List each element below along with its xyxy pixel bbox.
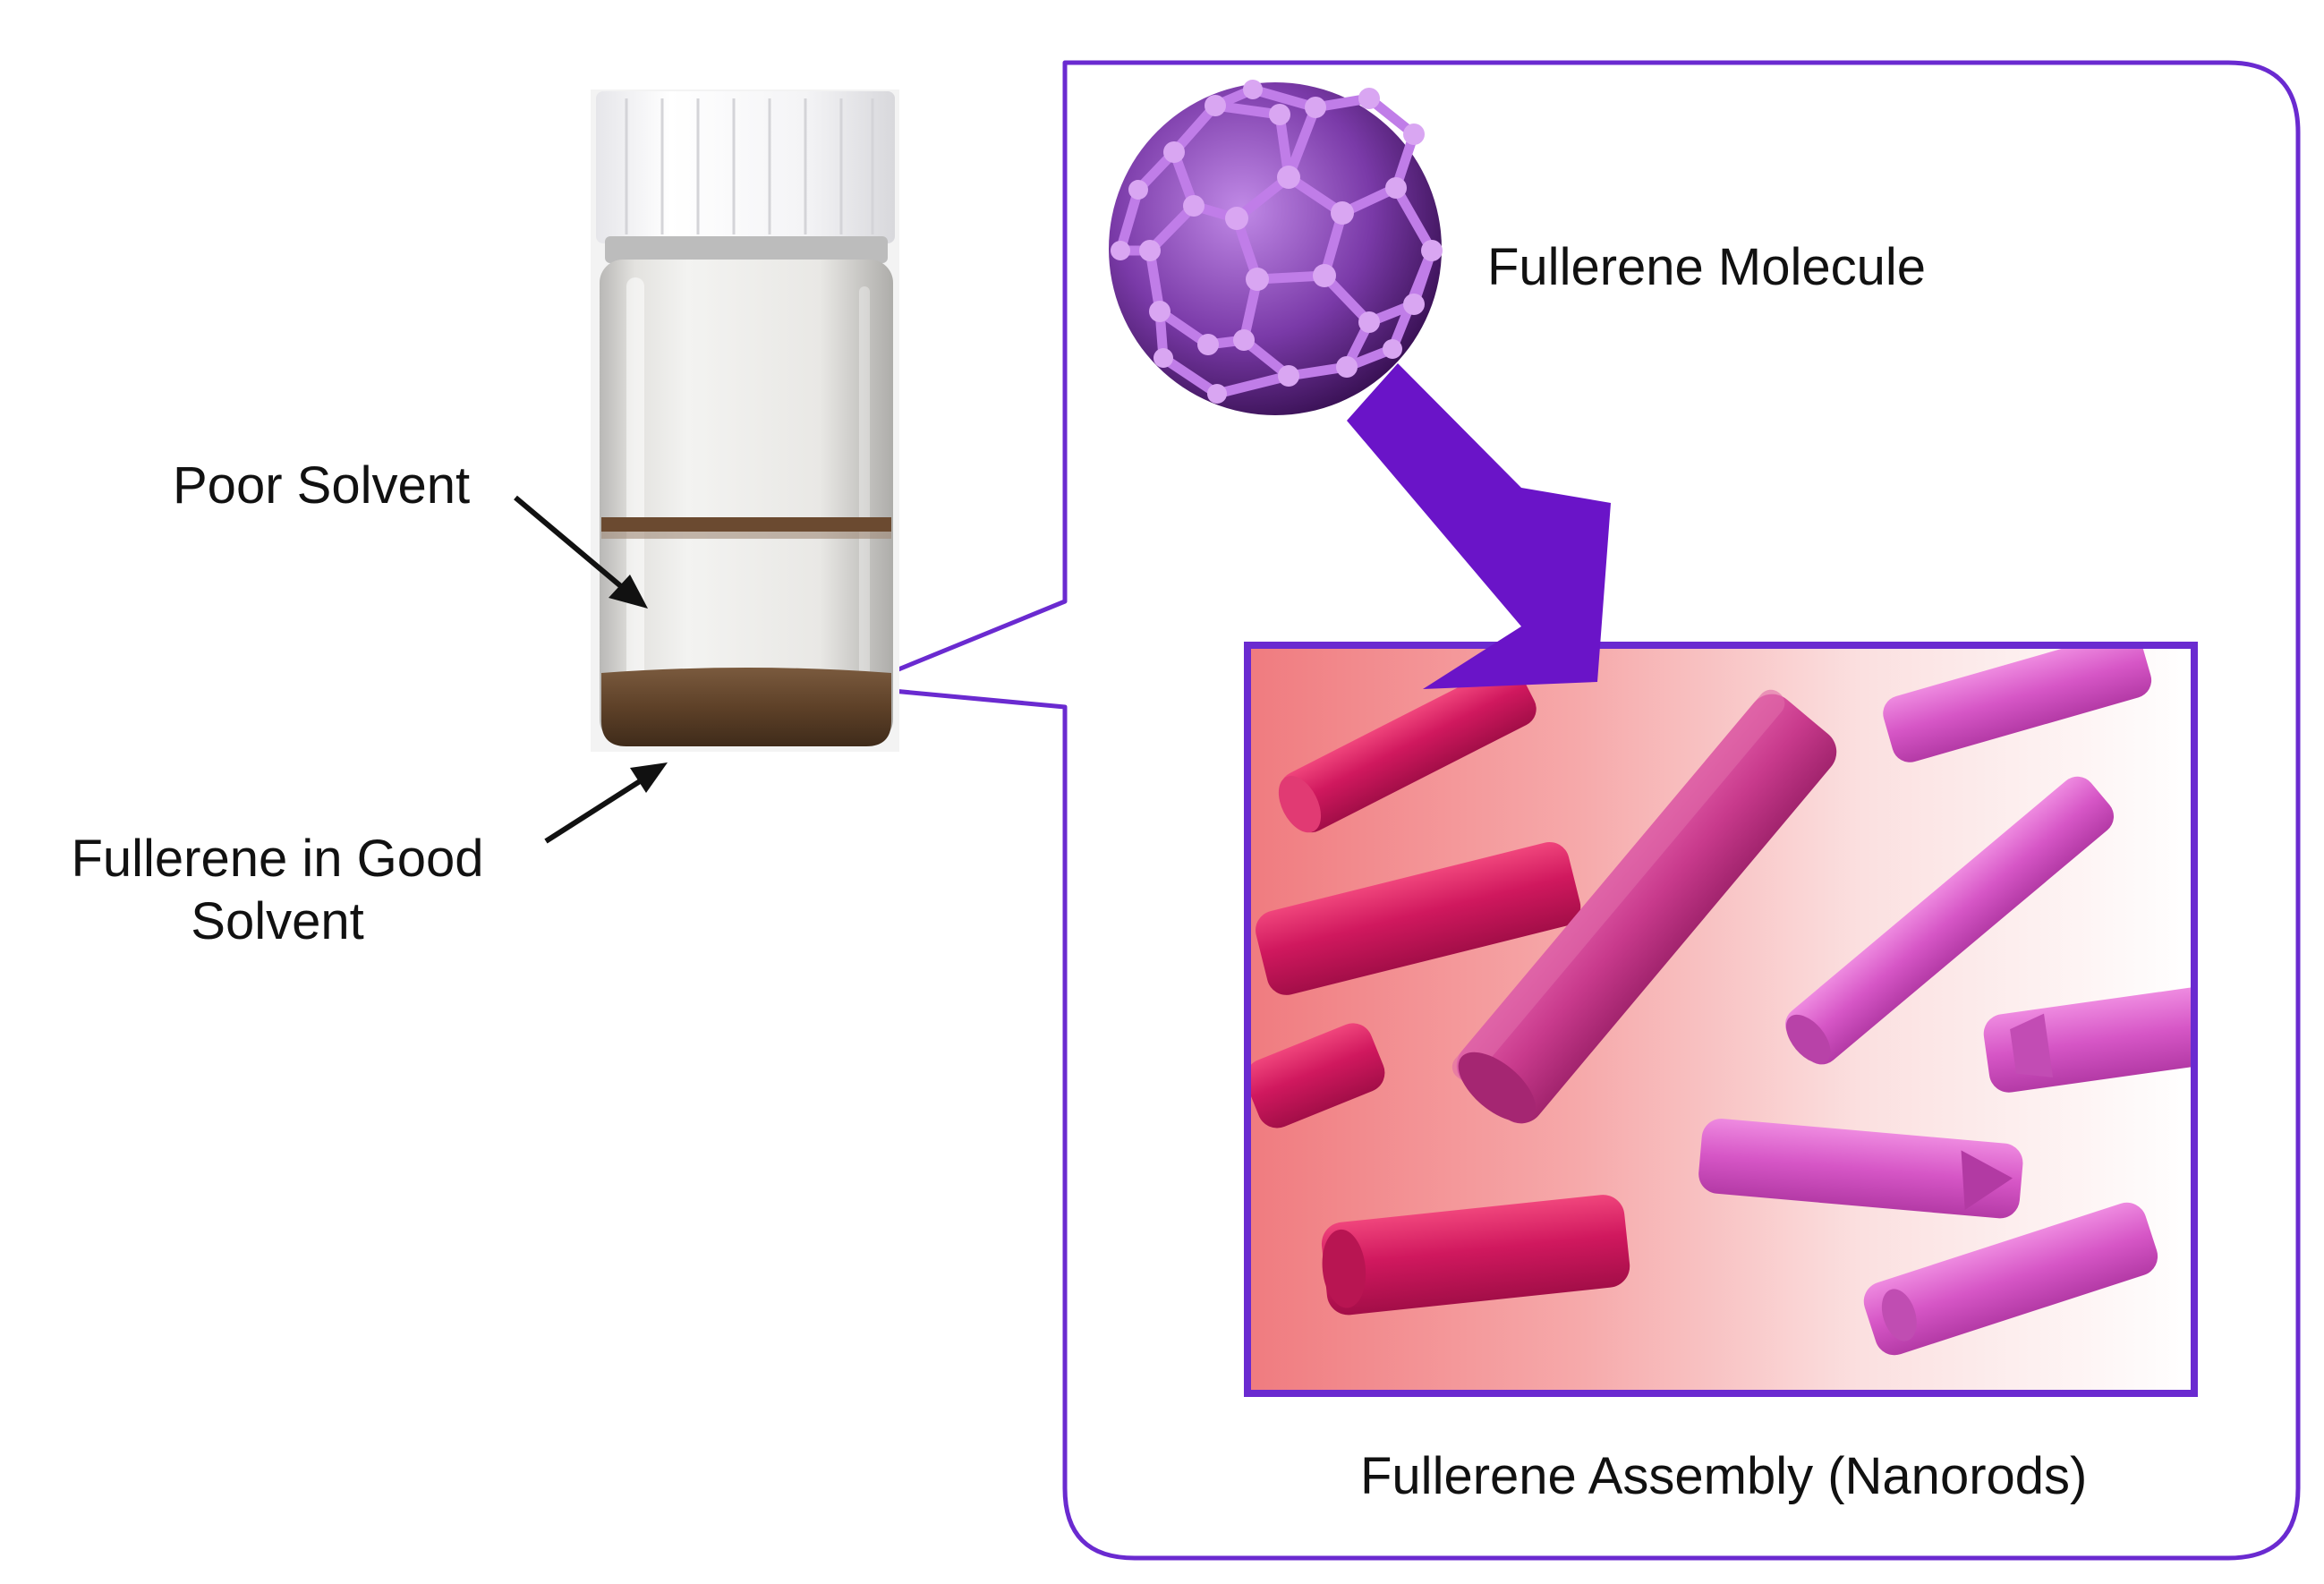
nanorod-assembly-panel [1244,642,2198,1397]
nanorod [1983,987,2194,1093]
nanorod [1883,645,2152,762]
nanorod [1256,842,1581,995]
fullerene-precipitate [601,668,891,746]
nanorod [1863,1202,2158,1356]
vial-glass [600,260,893,743]
vial-cap [596,91,895,243]
fullerene-assembly-label: Fullerene Assembly (Nanorods) [1360,1447,2088,1505]
nanorod-box-border [1244,642,2198,1397]
fullerene-molecule-label: Fullerene Molecule [1487,238,1927,296]
vial-photo [591,89,899,752]
buckyball-c60-icon [1109,80,1443,415]
nanorod [1698,1118,2023,1219]
nanorod [1247,1023,1385,1128]
fullerene-good-solvent-label: Fullerene in Good Solvent [71,830,484,950]
assembly-arrow [1347,363,1611,689]
good-solvent-arrowhead [630,762,668,793]
good-solvent-arrow [544,772,651,844]
nanorod [1321,1195,1630,1316]
poor-solvent-arrowhead [609,575,648,609]
poor-solvent-arrow [514,495,641,604]
solvent-interface [601,517,891,532]
nanorod [1785,776,2115,1065]
nanorod [1278,665,1537,833]
poor-solvent-label: Poor Solvent [173,456,471,515]
nanorod [1451,689,1837,1124]
